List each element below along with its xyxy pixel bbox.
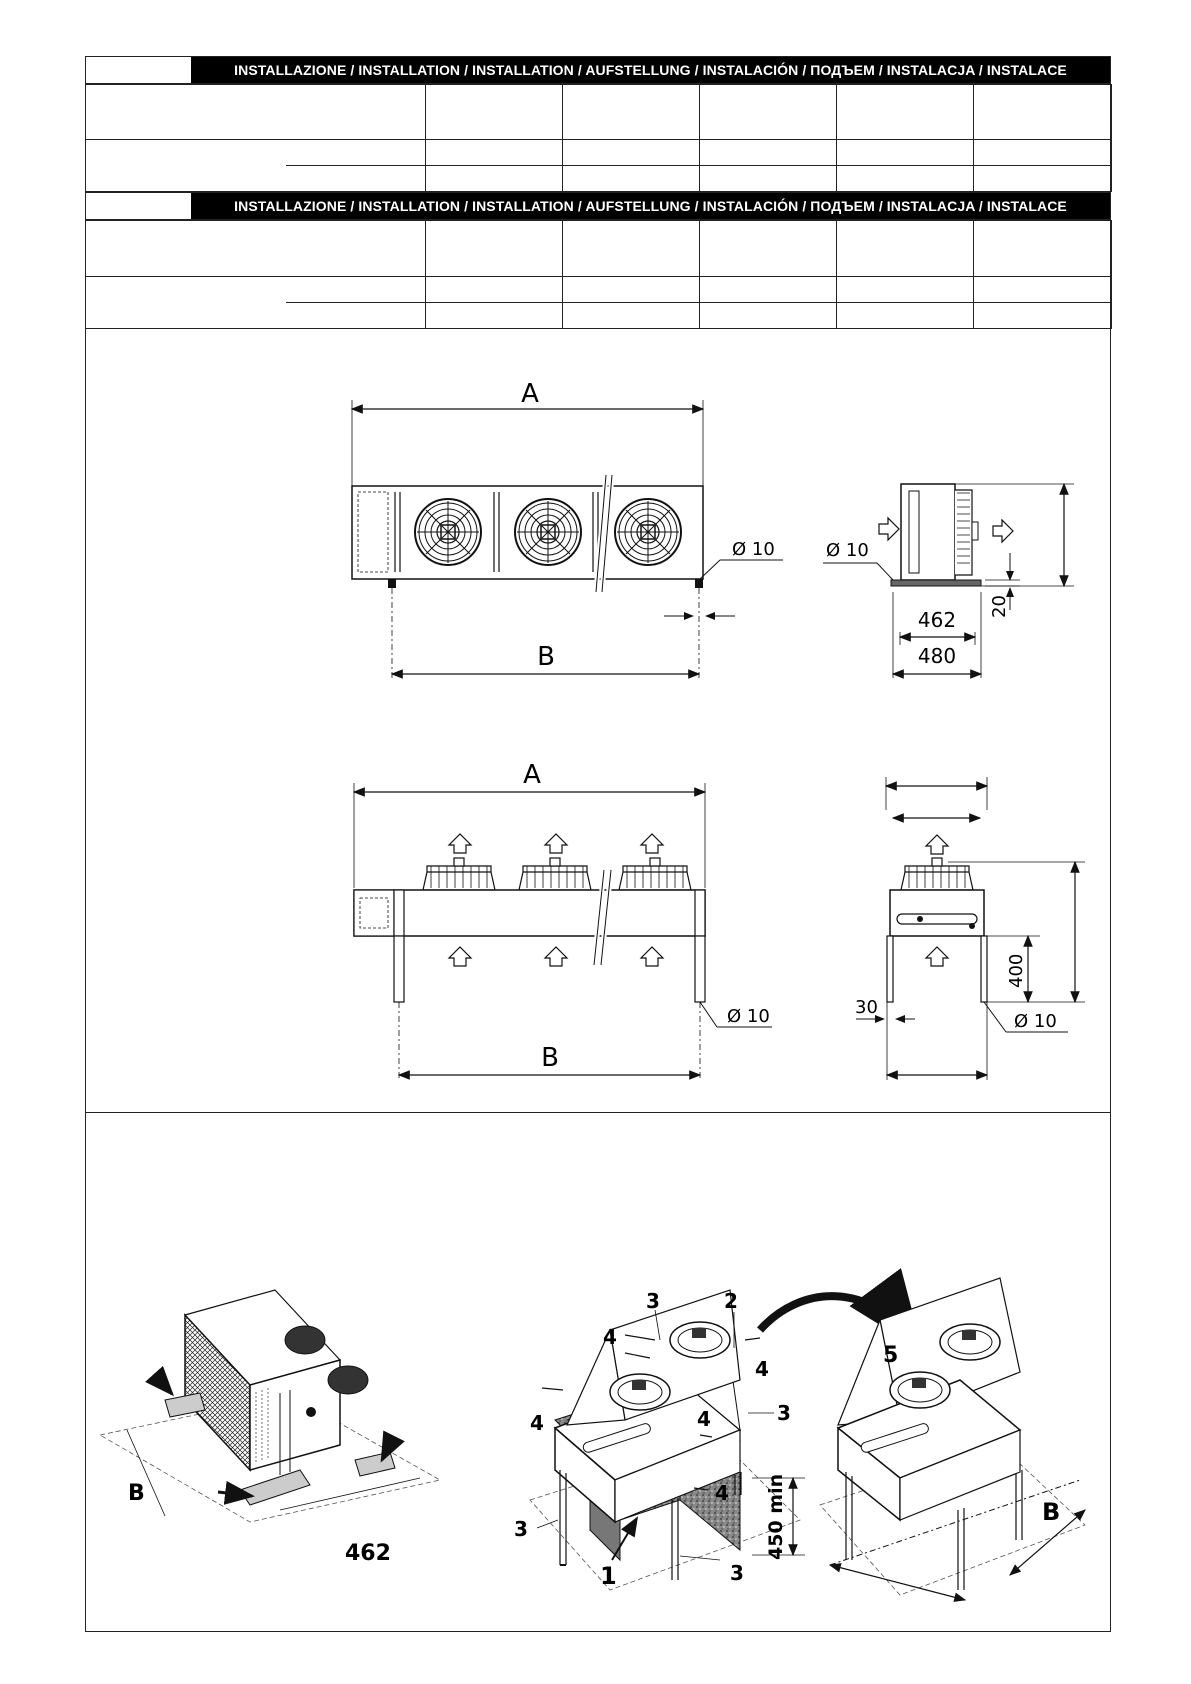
callout-4: 4 <box>603 1325 617 1349</box>
dimension-a-label: A <box>523 760 541 790</box>
spec-table-1 <box>85 84 1112 192</box>
dimension-b-label: B <box>1042 1498 1060 1526</box>
callout-4: 4 <box>755 1357 769 1381</box>
header-title: INSTALLAZIONE / INSTALLATION / INSTALLAT… <box>191 193 1110 219</box>
header-title: INSTALLAZIONE / INSTALLATION / INSTALLAT… <box>191 57 1110 83</box>
table-row <box>86 165 1112 192</box>
iso-vertical-unit-with-support: 450 min 1 2 3 3 3 3 4 4 4 4 4 <box>514 1289 805 1591</box>
dimension-a-label: A <box>521 379 539 409</box>
section-header-2: INSTALLAZIONE / INSTALLATION / INSTALLAT… <box>85 192 1111 220</box>
header-blank-cell <box>86 57 192 83</box>
hole-diameter-label: Ø 10 <box>1014 1011 1057 1032</box>
dimension-b-label: B <box>541 1043 559 1073</box>
side-view-horizontal: 462 480 20 Ø 10 <box>823 482 1074 679</box>
iso-vertical-unit-mounted: B 5 <box>819 1277 1086 1602</box>
base-height-label: 20 <box>989 595 1010 618</box>
hole-diameter-label: Ø 10 <box>826 540 869 561</box>
callout-4: 4 <box>530 1411 544 1435</box>
dimension-b-label: B <box>537 642 555 672</box>
callout-5: 5 <box>883 1343 898 1368</box>
width-inner-label: 462 <box>918 608 956 632</box>
table-row <box>85 84 1112 140</box>
hole-diameter-label: Ø 10 <box>727 1006 770 1027</box>
side-view-vertical: 400 30 Ø 10 <box>855 777 1085 1080</box>
callout-3: 3 <box>777 1401 791 1425</box>
callout-1: 1 <box>600 1562 617 1590</box>
iso-horizontal-unit: B 462 <box>98 1289 442 1566</box>
callout-3: 3 <box>514 1517 528 1541</box>
callout-3: 3 <box>730 1561 744 1585</box>
width-outer-label: 480 <box>918 644 956 668</box>
leg-width-label: 30 <box>855 997 878 1018</box>
callout-2: 2 <box>724 1289 738 1313</box>
callout-4: 4 <box>715 1481 729 1505</box>
hole-diameter-label: Ø 10 <box>732 539 775 560</box>
spec-table-2 <box>85 220 1112 329</box>
dimension-b-label: B <box>128 1481 145 1506</box>
callout-3: 3 <box>646 1289 660 1313</box>
callout-4: 4 <box>697 1407 711 1431</box>
front-view-horizontal: A B Ø 10 <box>350 379 783 679</box>
table-row <box>86 302 1112 329</box>
front-view-vertical: A B Ø 10 <box>352 760 772 1080</box>
min-height-label: 450 min <box>765 1474 787 1560</box>
dimension-462-label: 462 <box>345 1541 391 1566</box>
leg-height-label: 400 <box>1006 954 1027 988</box>
section-divider <box>85 1112 1111 1113</box>
section-header-1: INSTALLAZIONE / INSTALLATION / INSTALLAT… <box>85 56 1111 84</box>
